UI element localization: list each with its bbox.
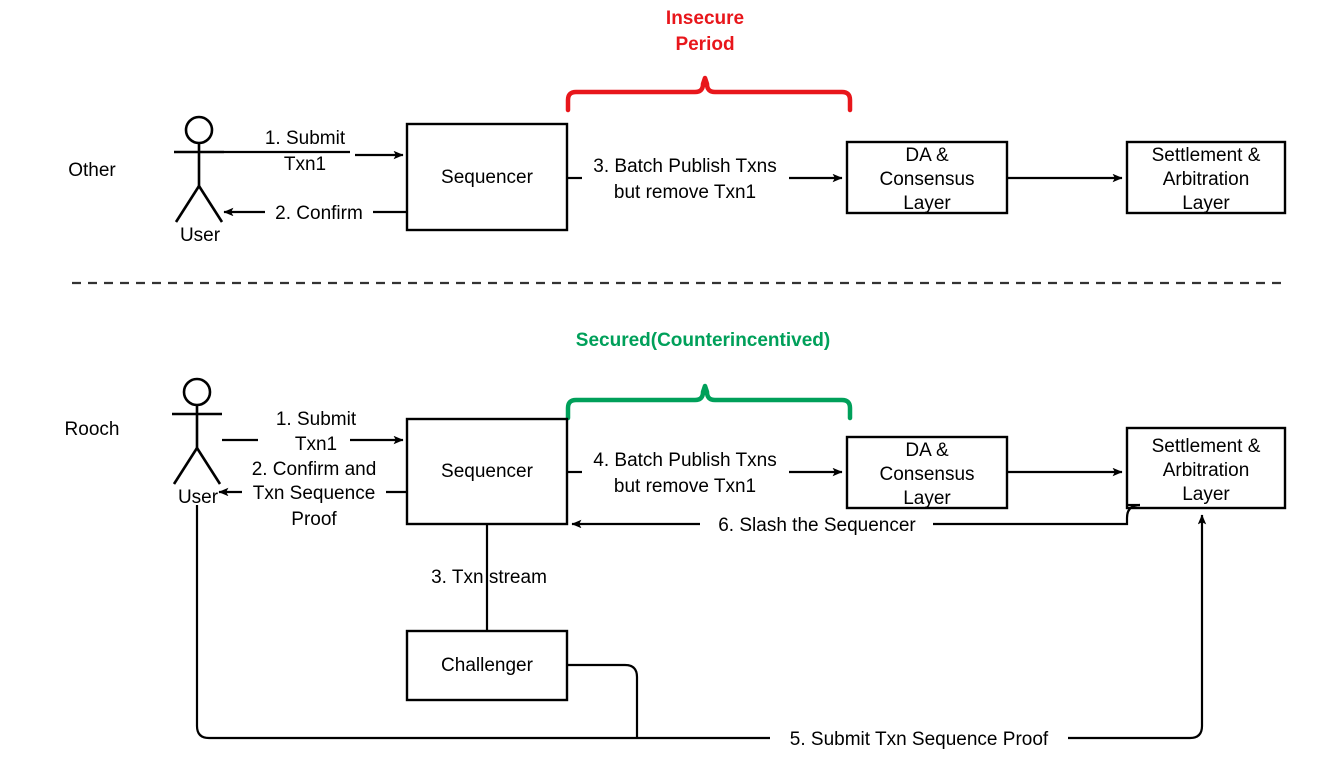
edge-label-confirm-proof-line1: 2. Confirm and <box>252 459 377 480</box>
node-settlement-rooch <box>1125 426 1287 510</box>
node-settlement-other-line2: Arbitration <box>1163 169 1250 190</box>
edge-label-confirm-proof-line3: Proof <box>291 509 337 530</box>
insecure-period-label-line1: Insecure <box>666 8 744 29</box>
edge-slash-route-right <box>933 503 1141 526</box>
node-da-consensus-other <box>845 140 1009 215</box>
node-da-consensus-other-line1: DA & <box>905 145 949 166</box>
edge-label-submit-txn1-rooch-line1: 1. Submit <box>276 409 357 430</box>
node-sequencer-other-label: Sequencer <box>441 167 534 188</box>
user-rooch-figure <box>172 377 222 485</box>
insecure-period-brace <box>565 75 853 113</box>
edge-label-batch-publish-rooch-line1: 4. Batch Publish Txns <box>593 450 776 471</box>
node-sequencer-other <box>405 122 569 232</box>
user-other-figure <box>174 115 224 223</box>
node-da-consensus-rooch-line3: Layer <box>903 488 951 509</box>
node-settlement-other-line3: Layer <box>1182 193 1230 214</box>
node-settlement-rooch-line1: Settlement & <box>1152 436 1261 457</box>
edge-label-submit-txn1-other-line2: Txn1 <box>284 154 326 175</box>
edge-label-submit-proof: 5. Submit Txn Sequence Proof <box>790 729 1049 750</box>
node-da-consensus-rooch <box>845 435 1009 510</box>
node-challenger <box>405 629 569 702</box>
edge-label-batch-publish-other-line2: but remove Txn1 <box>614 182 756 203</box>
node-da-consensus-rooch-line1: DA & <box>905 440 949 461</box>
node-da-consensus-other-line3: Layer <box>903 193 951 214</box>
row-label-rooch: Rooch <box>65 419 120 440</box>
edge-label-submit-txn1-other-line1: 1. Submit <box>265 128 346 149</box>
edge-label-confirm-other: 2. Confirm <box>275 203 363 224</box>
edge-submit-proof-user-branch <box>195 505 770 740</box>
user-rooch-label: User <box>178 487 219 508</box>
node-da-consensus-rooch-line2: Consensus <box>879 464 974 485</box>
edge-label-confirm-proof-line2: Txn Sequence <box>253 483 376 504</box>
node-settlement-other-line1: Settlement & <box>1152 145 1261 166</box>
edge-submit-proof-challenger-branch <box>567 663 639 738</box>
edge-submit-proof-to-settlement <box>1068 514 1207 740</box>
row-label-other: Other <box>68 160 116 181</box>
secured-period-label: Secured(Counterincentived) <box>576 330 830 351</box>
edge-label-slash-sequencer: 6. Slash the Sequencer <box>718 515 916 536</box>
edge-label-submit-txn1-rooch-line2: Txn1 <box>295 434 337 455</box>
node-da-consensus-other-line2: Consensus <box>879 169 974 190</box>
node-settlement-rooch-line2: Arbitration <box>1163 460 1250 481</box>
edge-label-txn-stream: 3. Txn stream <box>431 567 547 588</box>
edge-label-batch-publish-other-line1: 3. Batch Publish Txns <box>593 156 776 177</box>
node-settlement-other <box>1125 140 1287 215</box>
node-sequencer-rooch-label: Sequencer <box>441 461 534 482</box>
node-settlement-rooch-line3: Layer <box>1182 484 1230 505</box>
insecure-period-label-line2: Period <box>675 34 734 55</box>
secured-period-brace <box>565 383 853 421</box>
node-challenger-label: Challenger <box>441 655 534 676</box>
user-other-label: User <box>180 225 221 246</box>
edge-label-batch-publish-rooch-line2: but remove Txn1 <box>614 476 756 497</box>
node-sequencer-rooch <box>405 417 569 526</box>
